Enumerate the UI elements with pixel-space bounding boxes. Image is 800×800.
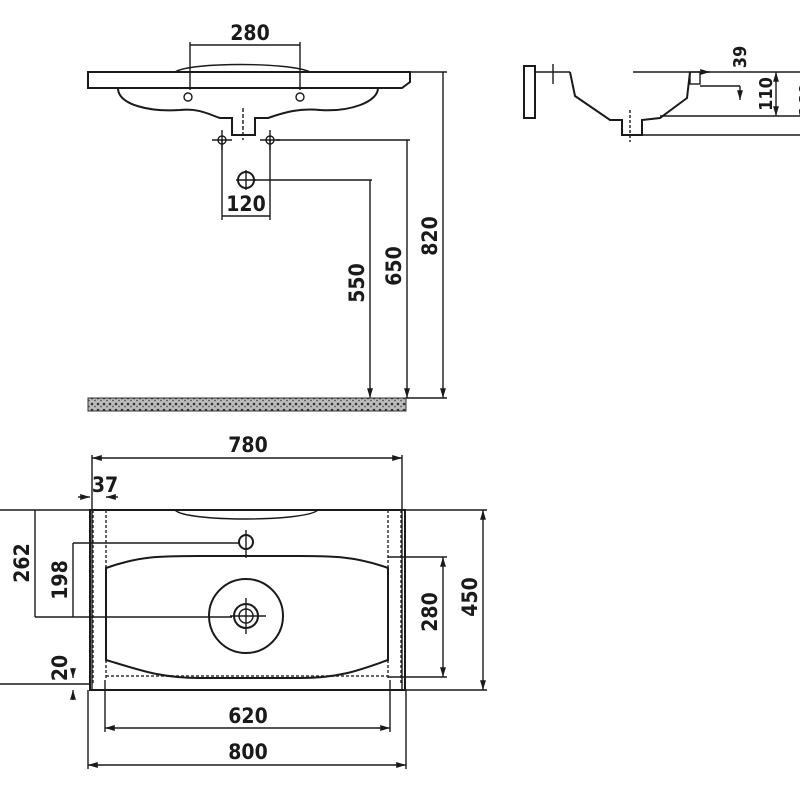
dim-bowl-depth: 110 [756, 77, 777, 111]
dim-top-height: 820 [418, 216, 442, 255]
dim-bowl-depth: 280 [418, 592, 442, 631]
dim-total-width: 800 [228, 740, 267, 764]
dim-edge-offset: 37 [92, 473, 118, 497]
plan-view: 780 37 262 198 20 280 450 620 800 [0, 433, 487, 769]
dim-bowl-width: 620 [228, 704, 267, 728]
dim-overflow-depth: 39 [730, 46, 751, 69]
dim-drain-offset: 198 [48, 560, 72, 599]
tap-hole-right [295, 92, 305, 102]
dim-tap-offset: 262 [10, 543, 34, 582]
wall-bracket [523, 65, 536, 119]
drain-area [208, 578, 284, 654]
countertop-plan [89, 509, 406, 691]
dim-tap-spacing: 280 [230, 21, 269, 45]
bowl-outline [105, 555, 389, 679]
countertop-outline [87, 71, 411, 89]
dim-total-depth: 160 [796, 83, 800, 117]
dim-pipe-spacing: 120 [226, 192, 265, 216]
dim-supply-height: 650 [382, 246, 406, 285]
tap-hole-left [183, 92, 193, 102]
dim-front-lip: 20 [48, 655, 72, 681]
front-view: 280 120 550 650 820 [87, 21, 447, 412]
dim-total-depth: 450 [458, 577, 482, 616]
basin-outline [117, 87, 379, 136]
side-view: 39 110 160 [523, 46, 800, 142]
dim-inner-width: 780 [228, 433, 267, 457]
floor-hatch [87, 397, 407, 412]
dim-drain-height: 550 [345, 263, 369, 302]
